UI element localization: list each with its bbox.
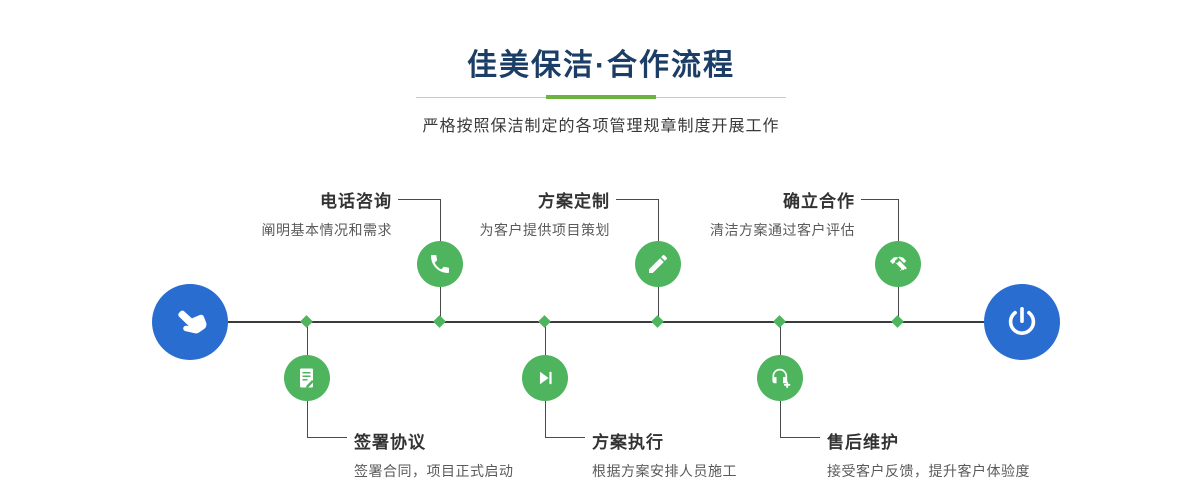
connector-line bbox=[440, 199, 441, 242]
connector-line bbox=[898, 286, 899, 322]
node-diamond bbox=[538, 315, 551, 328]
step-desc: 阐明基本情况和需求 bbox=[261, 222, 392, 238]
step-node bbox=[875, 241, 921, 287]
connector-line bbox=[398, 199, 441, 200]
connector-line bbox=[780, 322, 781, 356]
step-title: 确立合作 bbox=[783, 192, 855, 211]
power-icon bbox=[1004, 304, 1040, 340]
connector-line bbox=[658, 199, 659, 242]
page-subtitle: 严格按照保洁制定的各项管理规章制度开展工作 bbox=[422, 118, 780, 135]
handshake-icon bbox=[885, 251, 911, 277]
connector-line bbox=[780, 437, 820, 438]
step-label: 售后维护 接受客户反馈，提升客户体验度 bbox=[827, 428, 1167, 481]
step-label: 电话咨询 阐明基本情况和需求 bbox=[150, 187, 392, 240]
step-label: 方案定制 为客户提供项目策划 bbox=[370, 187, 610, 240]
node-diamond bbox=[891, 315, 904, 328]
step-title: 签署协议 bbox=[354, 433, 426, 452]
step-title: 电话咨询 bbox=[320, 192, 392, 211]
node-diamond bbox=[433, 315, 446, 328]
connector-line bbox=[307, 400, 308, 438]
connector-line bbox=[658, 286, 659, 322]
hand-pointer-icon bbox=[171, 303, 209, 341]
step-node bbox=[522, 355, 568, 401]
connector-line bbox=[616, 199, 659, 200]
phone-icon bbox=[428, 252, 452, 276]
step-desc: 接受客户反馈，提升客户体验度 bbox=[827, 463, 1030, 479]
title-divider-accent bbox=[546, 95, 656, 99]
connector-line bbox=[545, 400, 546, 438]
connector-line bbox=[861, 199, 899, 200]
timeline-start-node bbox=[152, 284, 228, 360]
timeline-line bbox=[190, 321, 1022, 323]
connector-line bbox=[307, 437, 347, 438]
connector-line bbox=[545, 437, 585, 438]
step-title: 售后维护 bbox=[827, 433, 899, 452]
step-node bbox=[284, 355, 330, 401]
step-desc: 签署合同，项目正式启动 bbox=[354, 463, 514, 479]
step-title: 方案执行 bbox=[592, 433, 664, 452]
step-node bbox=[635, 241, 681, 287]
step-node bbox=[417, 241, 463, 287]
contract-icon bbox=[295, 366, 319, 390]
connector-line bbox=[440, 286, 441, 322]
page-title: 佳美保洁·合作流程 bbox=[467, 49, 735, 82]
step-desc: 根据方案安排人员施工 bbox=[592, 463, 737, 479]
connector-line bbox=[545, 322, 546, 356]
connector-line bbox=[780, 400, 781, 438]
step-desc: 清洁方案通过客户评估 bbox=[710, 222, 855, 238]
step-node bbox=[757, 355, 803, 401]
timeline-end-node bbox=[984, 284, 1060, 360]
node-diamond bbox=[300, 315, 313, 328]
connector-line bbox=[307, 322, 308, 356]
connector-line bbox=[898, 199, 899, 242]
play-icon bbox=[534, 367, 556, 389]
step-label: 确立合作 清洁方案通过客户评估 bbox=[625, 187, 855, 240]
step-label: 签署协议 签署合同，项目正式启动 bbox=[354, 428, 674, 481]
node-diamond bbox=[651, 315, 664, 328]
headset-icon bbox=[767, 365, 793, 391]
step-label: 方案执行 根据方案安排人员施工 bbox=[592, 428, 912, 481]
node-diamond bbox=[773, 315, 786, 328]
step-title: 方案定制 bbox=[538, 192, 610, 211]
pencil-icon bbox=[646, 252, 670, 276]
step-desc: 为客户提供项目策划 bbox=[479, 222, 610, 238]
